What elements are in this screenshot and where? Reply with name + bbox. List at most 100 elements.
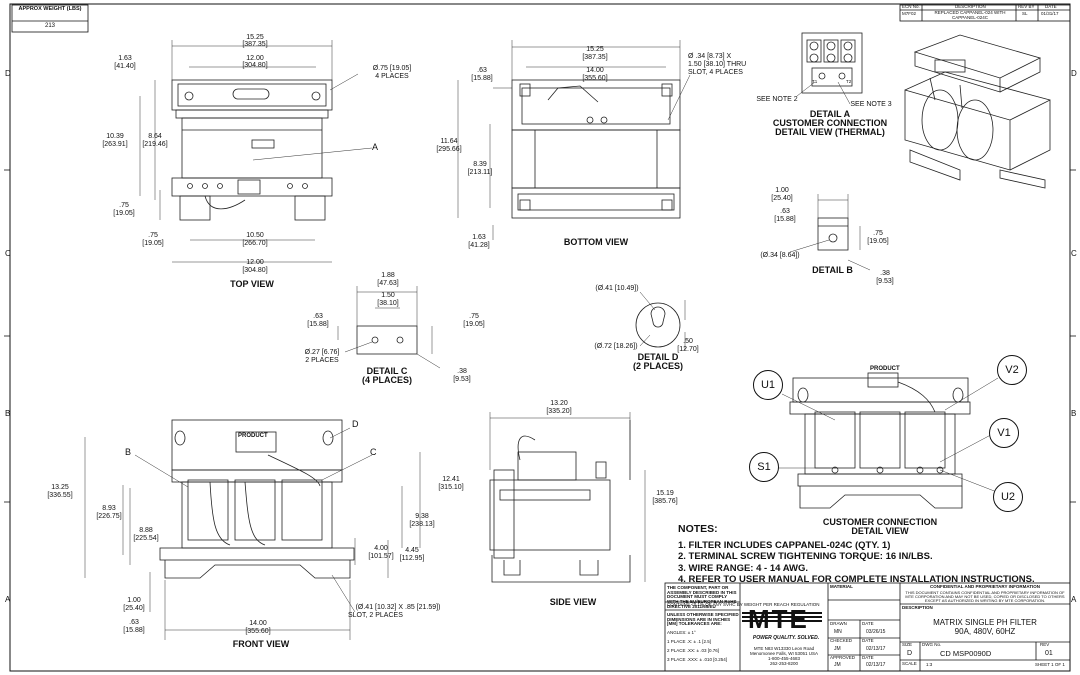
top-dim-foot-a: .75 <box>119 202 129 209</box>
tolerance-3-place: 3 PLACE .XXX: ± .010 [0.254] <box>667 657 728 662</box>
detail-c-dim-height: .75 <box>469 313 479 320</box>
detail-c-dim-width: 1.88 <box>381 272 395 279</box>
detail-b-drawing <box>817 217 849 251</box>
front-dim-top-height-mm: [315.10] <box>438 484 464 491</box>
confidential-heading: CONFIDENTIAL AND PROPRIETARY INFORMATION <box>929 584 1041 589</box>
bottom-dim-foot-mm: [41.28] <box>468 242 490 249</box>
revision-header-date: DATE <box>1045 4 1057 9</box>
top-dim-width: 15.25 <box>246 34 264 41</box>
detail-b-dim-hole: .63 <box>780 208 790 215</box>
top-dim-slot-span: 10.50 <box>246 232 264 239</box>
front-dim-term-height-mm: [225.54] <box>133 535 159 542</box>
drawn-label: DRAWN <box>830 621 847 626</box>
front-view-callout-b: B <box>125 447 132 457</box>
front-dim-height: 13.25 <box>51 484 69 491</box>
grid-letter-left-a: A <box>5 595 11 604</box>
approved-by: JM <box>834 662 841 668</box>
note-item-3: 3. WIRE RANGE: 4 - 14 AWG. <box>678 562 809 574</box>
front-dim-lug-height: 8.93 <box>102 505 116 512</box>
detail-c-dim-dia: Ø.27 [6.76] <box>304 349 340 356</box>
detail-c-dim-width-mm: [47.63] <box>377 280 399 287</box>
drawn-date-label: DATE <box>862 621 874 626</box>
size-label: SIZE <box>902 642 913 647</box>
top-dim-inner-depth-mm: [219.46] <box>142 141 168 148</box>
detail-c-title-1: DETAIL C <box>366 366 408 376</box>
front-view-product-label: PRODUCT <box>238 433 268 439</box>
side-dim-depth-mm: [335.20] <box>546 408 572 415</box>
front-dim-base-a-mm: [101.57] <box>368 553 394 560</box>
note-item-2: 2. TERMINAL SCREW TIGHTENING TORQUE: 16 … <box>678 551 933 562</box>
front-dim-slot-span-mm: [355.60] <box>245 628 271 635</box>
approved-date: 02/13/17 <box>866 662 886 668</box>
top-dim-base: 12.00 <box>246 259 264 266</box>
isometric-view-drawing <box>904 34 1051 189</box>
bottom-dim-slot-a: Ø .34 [8.73] X <box>688 53 732 60</box>
detail-d-dim-outer: (Ø.72 [18.26]) <box>594 343 638 350</box>
customer-connection-drawing <box>789 372 971 509</box>
revision-ecn: M7F02 <box>902 11 917 16</box>
bottom-dim-width: 15.25 <box>586 46 604 53</box>
mte-phone-1: 1-800-455-4683 <box>767 656 801 661</box>
bottom-dim-hole-span-mm: [355.60] <box>582 75 608 82</box>
note-item-4: 4. REFER TO USER MANUAL FOR COMPLETE INS… <box>678 574 1035 585</box>
mte-logo: MTE <box>748 604 809 634</box>
top-view-callout-a: A <box>372 142 379 152</box>
revision-date: 01/31/17 <box>1041 11 1059 16</box>
grid-letter-left-d: D <box>5 69 11 78</box>
rohs-compliance-text: THE COMPONENT, PART OR ASSEMBLY DESCRIBE… <box>667 585 737 609</box>
detail-a-terminal-t2: T2 <box>846 79 852 84</box>
detail-b-dim-hole-mm: [15.88] <box>774 216 796 223</box>
detail-c-drawing <box>356 325 418 355</box>
customer-connection-title-2: DETAIL VIEW <box>851 526 909 536</box>
side-dim-height-mm: [385.76] <box>652 498 678 505</box>
description-line-2: 90A, 480V, 60HZ <box>954 627 1016 636</box>
description-label: DESCRIPTION <box>902 605 933 610</box>
detail-a-drawing <box>801 32 863 94</box>
bottom-dim-slot-pitch: 8.39 <box>473 161 487 168</box>
top-view-drawing <box>171 79 333 221</box>
front-dim-lug-height-mm: [226.75] <box>96 513 122 520</box>
front-view-title: FRONT VIEW <box>232 639 290 649</box>
notes-heading: NOTES: <box>678 523 718 535</box>
front-dim-term-height: 8.88 <box>139 527 153 534</box>
detail-b-dim-height-mm: [19.05] <box>867 238 889 245</box>
scale-label: SCALE <box>902 661 917 666</box>
top-dim-hole-span: 12.00 <box>246 55 264 62</box>
tolerance-2-place: 2 PLACE .XX: ± .03 [0.76] <box>667 648 719 653</box>
grid-letter-right-a: A <box>1071 595 1077 604</box>
approved-date-label: DATE <box>862 655 874 660</box>
front-dim-term-c-mm: [238.13] <box>409 521 435 528</box>
material-label: MATERIAL <box>830 584 853 589</box>
grid-letter-right-c: C <box>1071 249 1077 258</box>
bottom-dim-height-mm: [295.66] <box>436 146 462 153</box>
bottom-dim-height: 11.64 <box>440 138 458 145</box>
detail-a-title-1: DETAIL A <box>809 109 851 119</box>
detail-b-dim-height: .75 <box>873 230 883 237</box>
top-dim-depth-mm: [263.91] <box>102 141 128 148</box>
revision-description: REPLACED CAPPANEL-024 WITH CAPPANEL-024C <box>934 10 1006 20</box>
bottom-view-dimension-lines <box>457 40 691 240</box>
front-dim-foot-mm: [25.40] <box>123 605 145 612</box>
sheet-number: SHEET 1 OF 1 <box>1035 662 1065 667</box>
side-dim-height: 15.19 <box>656 490 674 497</box>
bottom-dim-slot-c: SLOT, 4 PLACES <box>688 69 743 76</box>
front-dim-top-height: 12.41 <box>442 476 460 483</box>
bottom-dim-slot-b: 1.50 [38.10] THRU <box>688 61 747 68</box>
front-dim-foot-edge-mm: [15.88] <box>123 627 145 634</box>
detail-b-dim-edge: .38 <box>880 270 890 277</box>
mte-address-2: Menomonee Falls, WI 53051 USA <box>749 651 819 656</box>
top-dim-hole-dia: Ø.75 [19.05] <box>372 65 412 72</box>
grid-letter-right-b: B <box>1071 409 1077 418</box>
revision-by: SL <box>1022 11 1028 16</box>
detail-d-title-2: (2 PLACES) <box>632 361 683 371</box>
checked-date: 02/13/17 <box>866 646 886 652</box>
detail-b-dim-edge-mm: [9.53] <box>876 278 894 285</box>
top-dim-width-mm: [387.35] <box>242 41 268 48</box>
mte-tagline: POWER QUALITY. SOLVED. <box>752 635 820 641</box>
top-dim-foot-b-mm: [19.05] <box>142 240 164 247</box>
bottom-dim-edge: .63 <box>477 67 487 74</box>
top-dim-left-offset-mm: [41.40] <box>114 63 136 70</box>
detail-c-dim-edge-2-mm: [9.53] <box>453 376 471 383</box>
tolerance-1-place: 1 PLACE .X: ± .1 [2.5] <box>667 639 711 644</box>
